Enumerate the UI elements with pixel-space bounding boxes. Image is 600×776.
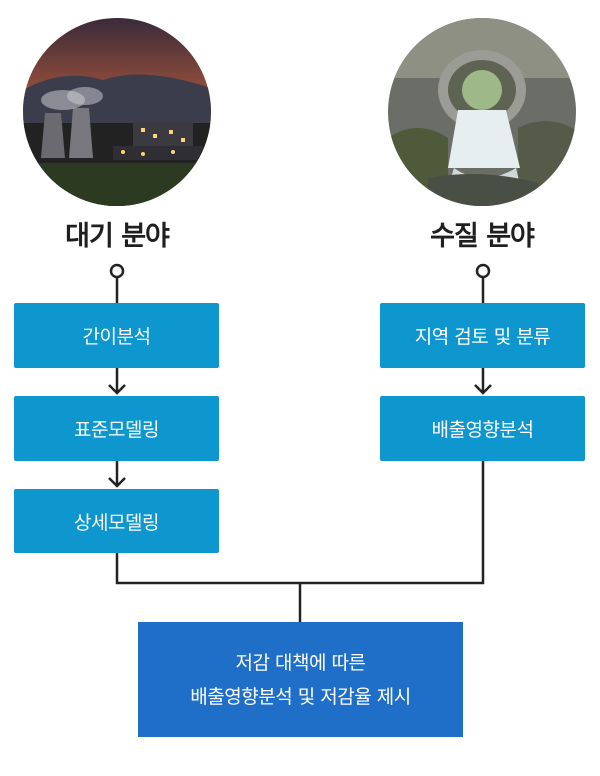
result-line-2: 배출영향분석 및 저감율 제시 xyxy=(190,685,411,708)
right-step-1-box: 지역 검토 및 분류 xyxy=(380,303,585,368)
result-line-1: 저감 대책에 따른 xyxy=(235,651,366,674)
water-field-heading: 수질 분야 xyxy=(430,221,535,252)
left-step-3-box: 상세모델링 xyxy=(14,489,219,553)
left-step-1-box: 간이분석 xyxy=(14,303,219,368)
result-box: 저감 대책에 따른 배출영향분석 및 저감율 제시 xyxy=(138,622,463,737)
right-step-2-box: 배출영향분석 xyxy=(380,396,585,461)
air-start-node xyxy=(109,263,125,279)
air-field-heading: 대기 분야 xyxy=(65,221,170,252)
water-field-photo xyxy=(388,18,576,206)
left-step-2-box: 표준모델링 xyxy=(14,396,219,461)
water-start-node xyxy=(475,263,491,279)
